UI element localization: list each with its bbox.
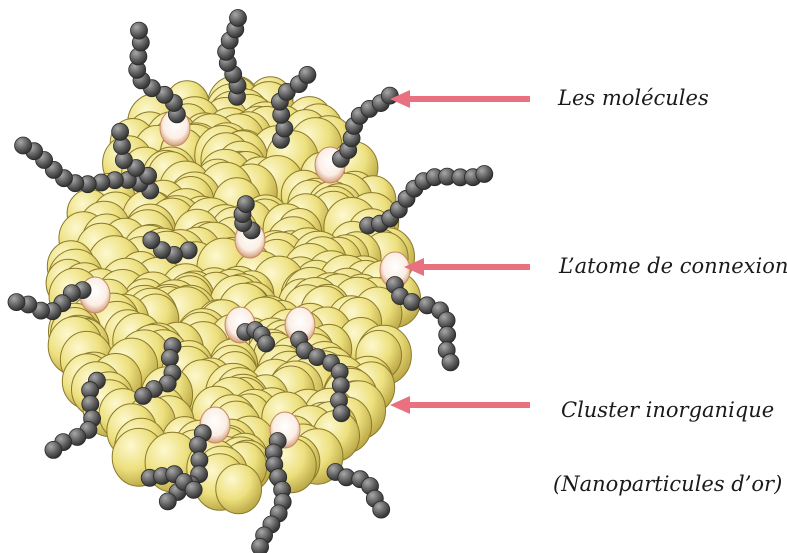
chain-bead: [476, 166, 493, 183]
chain-bead: [143, 232, 160, 249]
arrowhead-cluster: [390, 396, 410, 414]
chain-bead: [45, 441, 62, 458]
chain-bead: [8, 294, 25, 311]
chain-bead: [258, 335, 275, 352]
chain-bead: [230, 10, 247, 27]
chain-bead: [159, 493, 176, 510]
chain-bead: [299, 66, 316, 83]
chain-bead: [161, 350, 178, 367]
chain-bead: [403, 294, 420, 311]
chain-bead: [185, 481, 202, 498]
chain-bead: [373, 501, 390, 518]
chain-bead: [15, 137, 32, 154]
chain-bead: [252, 538, 269, 553]
chain-bead: [190, 437, 207, 454]
label-connecting-atom: L’atome de connexion: [559, 254, 787, 278]
chain-bead: [131, 22, 148, 39]
chain-bead: [237, 196, 254, 213]
chain-bead: [112, 123, 129, 140]
chain-bead: [333, 405, 350, 422]
label-molecules: Les molécules: [558, 86, 709, 110]
chain-bead: [439, 326, 456, 343]
label-inorganic-cluster: Cluster inorganique: [561, 398, 774, 422]
chain-bead: [135, 388, 152, 405]
gold-atom: [216, 464, 262, 514]
chain-bead: [332, 377, 349, 394]
label-gold-nanoparticles: (Nanoparticules d’or): [553, 472, 782, 496]
chain-bead: [442, 354, 459, 371]
